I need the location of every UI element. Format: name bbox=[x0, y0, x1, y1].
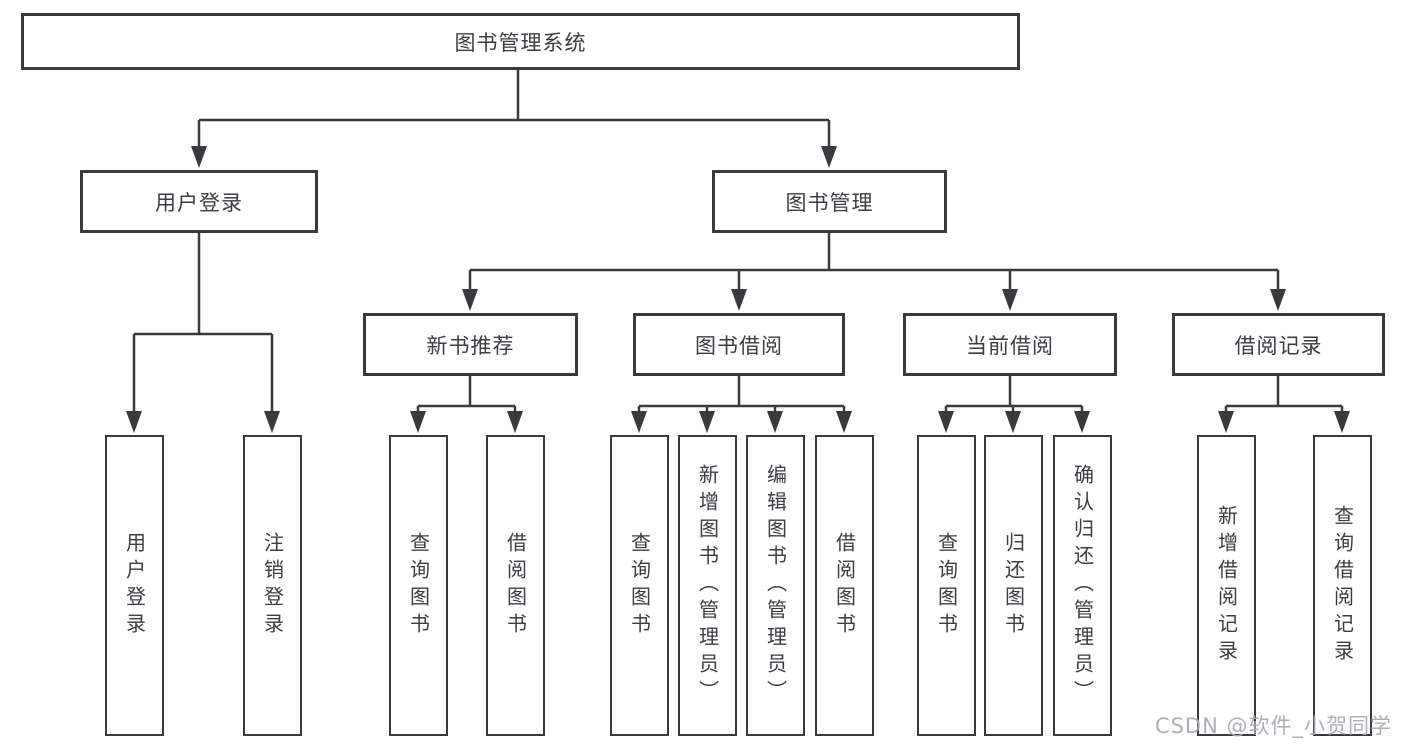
leaf-return-books: 归还图书 bbox=[984, 435, 1043, 736]
leaf-query-books-current: 查询图书 bbox=[917, 435, 976, 736]
leaf-query-borrow-record: 查询借阅记录 bbox=[1313, 435, 1372, 736]
node-book-management: 图书管理 bbox=[712, 170, 947, 233]
node-new-book-recommend: 新书推荐 bbox=[363, 313, 578, 376]
leaf-query-books-borrow: 查询图书 bbox=[610, 435, 669, 736]
leaf-borrow-books: 借阅图书 bbox=[815, 435, 874, 736]
node-root-book-management-system: 图书管理系统 bbox=[21, 13, 1020, 70]
leaf-edit-books-admin: 编辑图书（管理员） bbox=[746, 435, 805, 736]
csdn-watermark: CSDN @软件_小贺同学 bbox=[1154, 714, 1392, 738]
leaf-borrow-books-newbooks: 借阅图书 bbox=[486, 435, 545, 736]
leaf-logout: 注销登录 bbox=[243, 435, 302, 736]
leaf-add-books-admin: 新增图书（管理员） bbox=[678, 435, 737, 736]
leaf-add-borrow-record: 新增借阅记录 bbox=[1197, 435, 1256, 736]
node-borrow-records: 借阅记录 bbox=[1172, 313, 1385, 376]
leaf-confirm-return-admin: 确认归还（管理员） bbox=[1053, 435, 1112, 736]
node-book-borrow: 图书借阅 bbox=[633, 313, 845, 376]
leaf-query-books-newbooks: 查询图书 bbox=[389, 435, 448, 736]
node-current-borrow: 当前借阅 bbox=[903, 313, 1117, 376]
leaf-user-login: 用户登录 bbox=[105, 435, 164, 736]
node-user-login: 用户登录 bbox=[80, 170, 318, 233]
